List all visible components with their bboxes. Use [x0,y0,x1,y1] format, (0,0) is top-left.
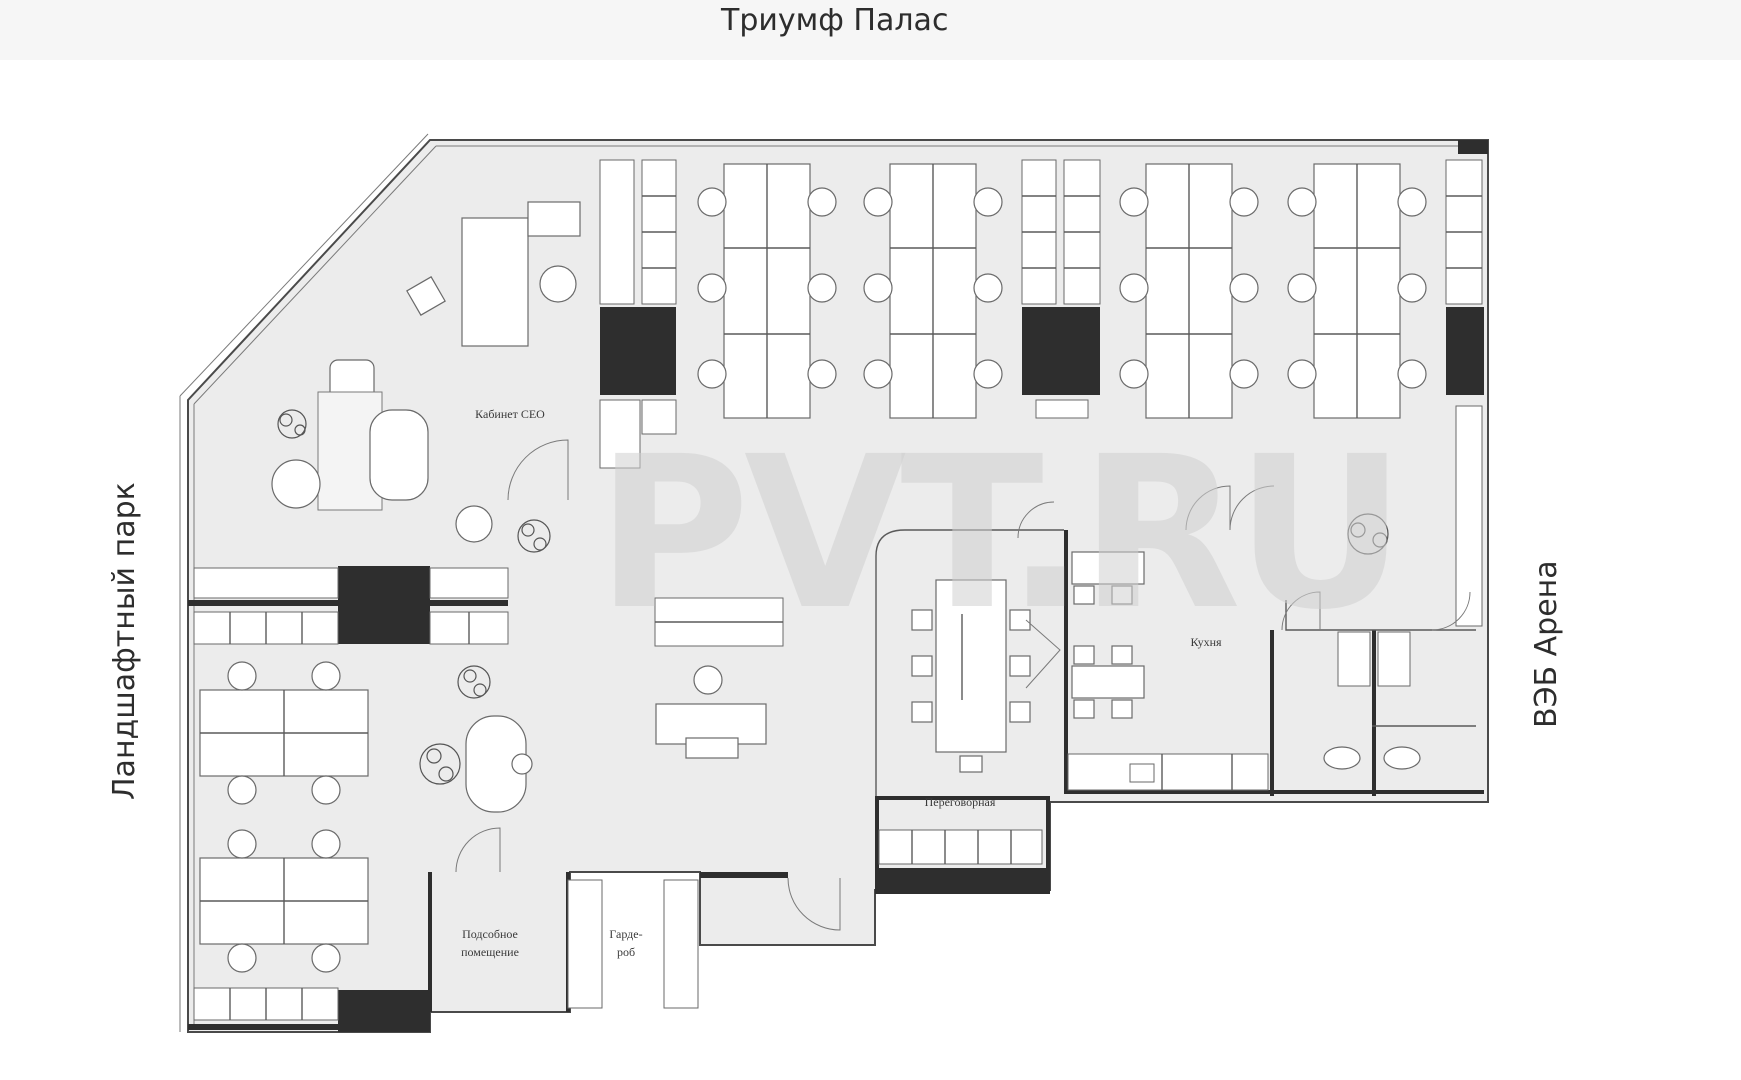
room-label-kitchen: Кухня [1190,635,1222,649]
room-label-utility-1: Подсобное [462,927,518,941]
room-label-wardrobe-1: Гарде- [609,927,642,941]
reception-furniture [465,665,767,813]
label-west: Ландшафтный парк [107,482,142,800]
plant-icons [277,409,1389,785]
room-label-meeting: Переговорная [925,795,996,809]
room-label-utility-2: помещение [461,945,519,959]
ceo-furniture [271,201,581,543]
label-north: Триумф Палас [720,3,948,38]
workstations [199,163,1401,945]
room-label-ceo: Кабинет CEO [475,407,545,421]
storage-cabinets [193,159,1483,1021]
facade-glass-outer [179,133,429,397]
office-chairs [227,187,1427,973]
door-swings [455,439,1471,931]
label-east: ВЭБ Арена [1529,560,1564,728]
wc-fixtures [1285,600,1476,770]
top-band [0,0,1741,60]
watermark: PVT.RU [596,411,1400,656]
meeting-furniture [875,529,1064,796]
kitchen-furniture [1067,551,1269,791]
facade-glass [193,145,437,405]
walls [188,140,1488,1032]
room-label-wardrobe-2: роб [617,945,635,959]
